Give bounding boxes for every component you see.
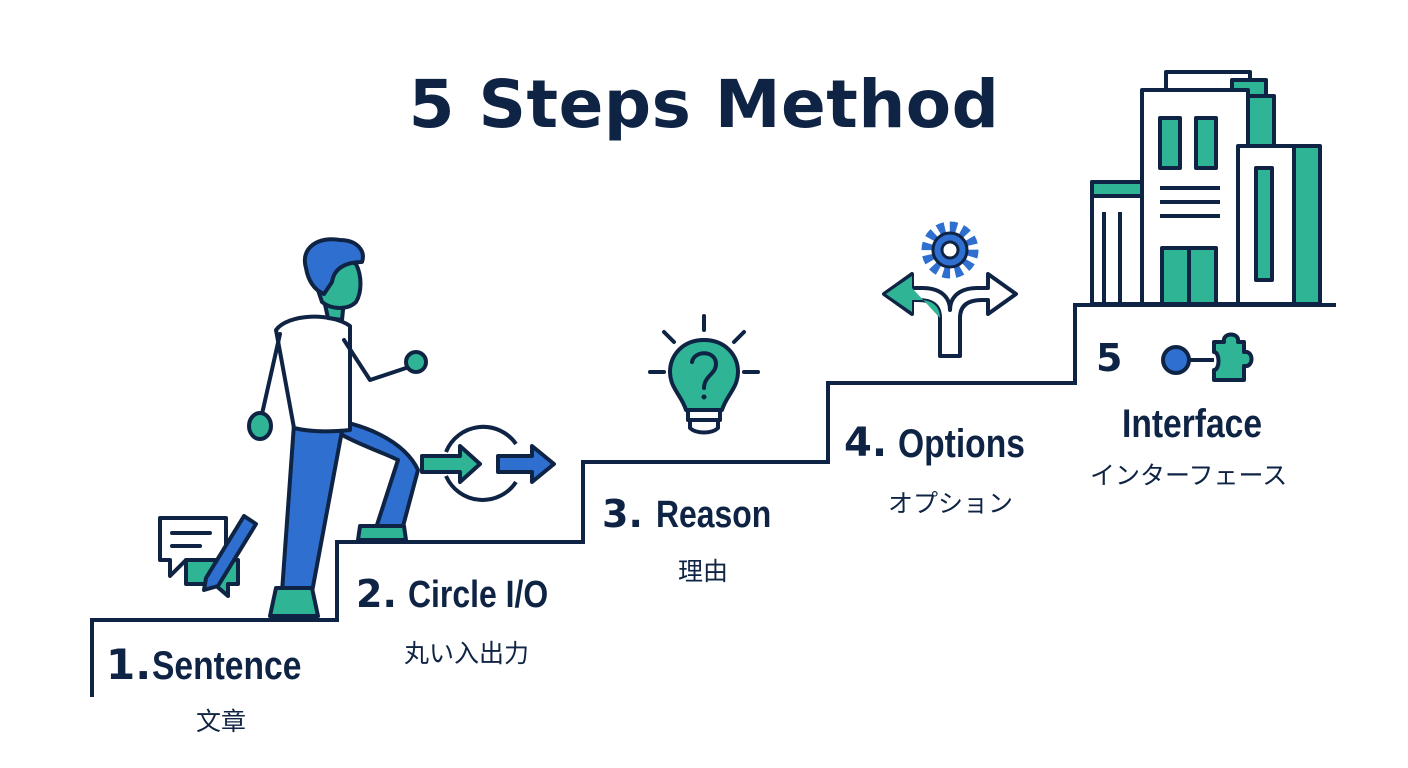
step-1-number: 1. [106, 640, 152, 689]
step-5-label-jp: インターフェース [1090, 461, 1288, 490]
office-building-icon [1090, 70, 1322, 306]
chat-pencil-icon [158, 514, 258, 598]
step-1-label: Sentence [152, 644, 302, 688]
step-1-label-jp: 文章 [196, 707, 247, 736]
gear-fork-arrows-icon [882, 221, 1018, 358]
step-2-label: Circle I/O [408, 574, 549, 616]
step-2-label-jp: 丸い入出力 [404, 639, 530, 668]
step-4-label: Options [898, 422, 1025, 466]
lightbulb-question-icon [648, 314, 760, 435]
puzzle-connector-icon [1161, 332, 1254, 382]
circle-io-arrows-icon [420, 424, 556, 502]
step-4-number: 4. [844, 420, 888, 466]
step-5-number: 5 [1096, 336, 1123, 380]
staircase-line [90, 303, 1336, 697]
step-3-label-jp: 理由 [678, 557, 729, 586]
step-4-label-jp: オプション [888, 489, 1014, 518]
step-3-number: 3. [602, 492, 643, 536]
step-3-label: Reason [656, 494, 772, 536]
diagram-title: 5 Steps Method [408, 66, 1000, 143]
step-5-label: Interface [1122, 402, 1263, 446]
step-2-number: 2. [356, 572, 397, 616]
climbing-person-figure [247, 237, 428, 618]
